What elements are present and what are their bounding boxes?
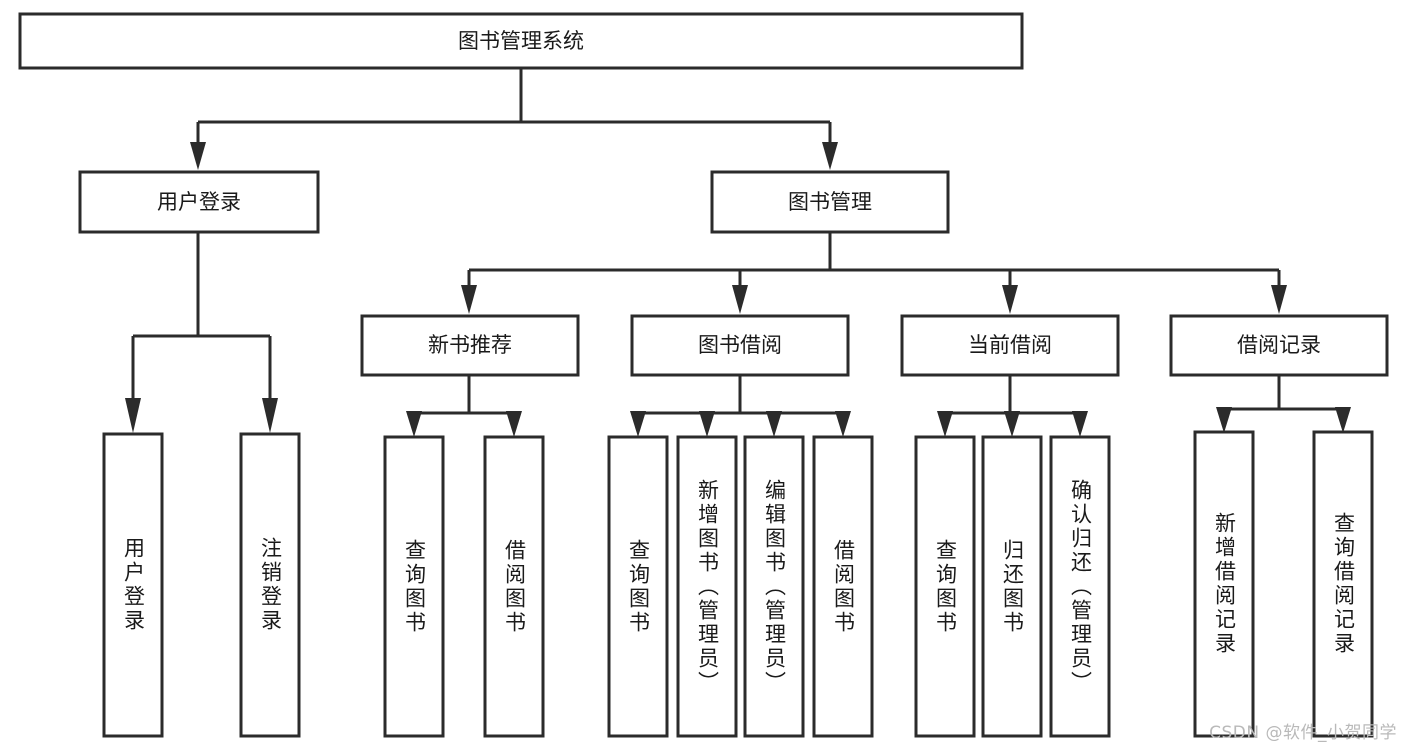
- arrow-book-borrow-leaf-4: [835, 411, 851, 437]
- leaf-box-borrow-record-2[interactable]: [1312, 430, 1374, 738]
- leaf-box-book-borrow-2[interactable]: [676, 435, 738, 738]
- node-box-root[interactable]: [18, 12, 1024, 70]
- node-label-borrow-record: 借阅记录: [1237, 333, 1321, 357]
- arrow-new-book-leaf-2: [506, 411, 522, 437]
- arrow-current-borrow-leaf-1: [937, 411, 953, 437]
- leaf-box-new-book-2[interactable]: [483, 435, 545, 738]
- arrow-to-user-login: [190, 142, 206, 170]
- node-box-borrow-record[interactable]: [1169, 314, 1389, 377]
- node-box-new-book-recommend[interactable]: [360, 314, 580, 377]
- arrow-current-borrow-leaf-2: [1004, 411, 1020, 437]
- arrow-to-current-borrow: [1002, 285, 1018, 314]
- arrow-to-borrow-record: [1271, 285, 1287, 314]
- arrow-borrow-record-leaf-1: [1216, 407, 1232, 433]
- leaf-box-current-borrow-3[interactable]: [1049, 435, 1111, 738]
- leaf-box-book-borrow-1[interactable]: [607, 435, 669, 738]
- node-layer: 图书管理系统 用户登录 图书管理 新书推荐 图书借阅 当前借阅 借阅记录: [18, 12, 1389, 738]
- arrow-to-book-manage: [822, 142, 838, 170]
- arrow-user-login-leaf-1: [125, 398, 141, 433]
- node-label-book-manage: 图书管理: [788, 190, 872, 214]
- arrow-current-borrow-leaf-3: [1072, 411, 1088, 437]
- csdn-watermark: CSDN @软件_小贺同学: [1209, 723, 1397, 743]
- arrow-new-book-leaf-1: [406, 411, 422, 437]
- leaf-box-book-borrow-3[interactable]: [743, 435, 805, 738]
- node-box-book-manage[interactable]: [710, 170, 950, 234]
- node-box-book-borrow[interactable]: [630, 314, 850, 377]
- leaf-box-current-borrow-1[interactable]: [914, 435, 976, 738]
- node-label-user-login: 用户登录: [157, 190, 241, 214]
- arrow-book-borrow-leaf-2: [699, 411, 715, 437]
- node-label-new-book-recommend: 新书推荐: [428, 333, 512, 357]
- node-box-user-login[interactable]: [78, 170, 320, 234]
- arrow-book-borrow-leaf-3: [766, 411, 782, 437]
- arrow-borrow-record-leaf-2: [1335, 407, 1351, 433]
- arrow-book-borrow-leaf-1: [630, 411, 646, 437]
- node-label-current-borrow: 当前借阅: [968, 333, 1052, 357]
- leaf-box-borrow-record-1[interactable]: [1193, 430, 1255, 738]
- node-label-book-borrow: 图书借阅: [698, 333, 782, 357]
- node-box-current-borrow[interactable]: [900, 314, 1120, 377]
- leaf-box-new-book-1[interactable]: [383, 435, 445, 738]
- leaf-box-current-borrow-2[interactable]: [981, 435, 1043, 738]
- node-label-root: 图书管理系统: [458, 29, 584, 53]
- leaf-box-user-login-2[interactable]: [239, 432, 301, 738]
- arrow-to-new-book: [461, 285, 477, 314]
- connector-layer: [125, 68, 1351, 437]
- arrow-user-login-leaf-2: [262, 398, 278, 433]
- arrow-to-book-borrow: [732, 285, 748, 314]
- leaf-box-user-login-1[interactable]: [102, 432, 164, 738]
- leaf-box-book-borrow-4[interactable]: [812, 435, 874, 738]
